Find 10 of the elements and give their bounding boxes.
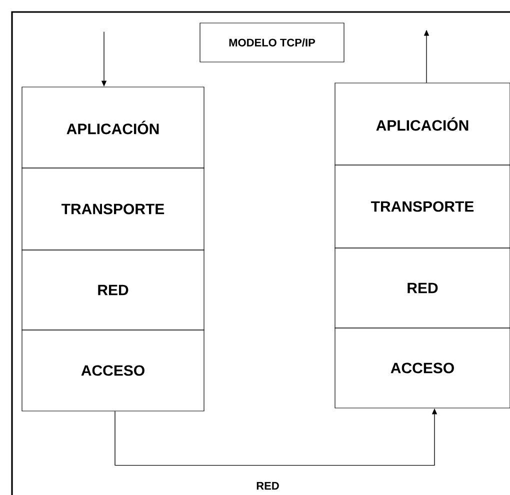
edge-label: RED xyxy=(256,482,279,490)
layer-box: RED xyxy=(334,248,510,328)
title-box: MODELO TCP/IP xyxy=(200,22,344,62)
layer-box: ACCESO xyxy=(334,328,510,408)
layer-box: APLICACIÓN xyxy=(334,82,510,166)
layer-box: APLICACIÓN xyxy=(22,86,204,168)
layer-box: TRANSPORTE xyxy=(22,168,204,250)
layer-box: RED xyxy=(22,250,204,330)
layer-box: ACCESO xyxy=(22,330,204,412)
layer-box: TRANSPORTE xyxy=(334,164,510,248)
